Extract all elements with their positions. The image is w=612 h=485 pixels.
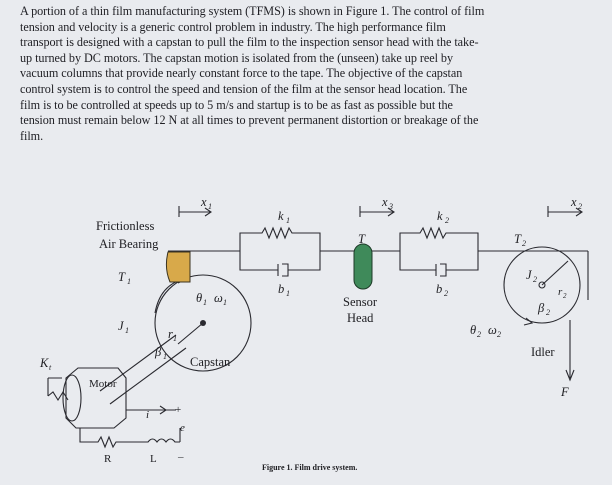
label-t1: T (118, 270, 126, 284)
label-x3-sub: 3 (388, 202, 393, 211)
label-air-bearing: Air Bearing (99, 237, 159, 251)
label-l: L (150, 453, 157, 465)
spring-k1 (239, 226, 321, 251)
label-minus: – (177, 451, 184, 463)
label-x1: x (200, 195, 207, 209)
label-t-center: T (358, 232, 366, 246)
label-frictionless: Frictionless (96, 219, 154, 233)
label-r1-sub: 1 (173, 334, 177, 343)
label-j1: J (118, 319, 125, 333)
paragraph-line: transport is designed with a capstan to … (20, 35, 479, 50)
idler-hub (538, 281, 546, 289)
label-omega1: ω (214, 291, 223, 305)
label-theta2-sub: 2 (477, 330, 481, 339)
paragraph-line: vacuum columns that provide nearly const… (20, 66, 463, 81)
capstan-hub (200, 320, 206, 326)
paragraph-line: up turned by DC motors. The capstan moti… (20, 50, 454, 65)
idler-rotation-arrow (523, 317, 534, 326)
paragraph-line: tension and velocity is a generic contro… (20, 19, 446, 34)
capstan-shaft (99, 334, 187, 405)
label-i: i (146, 409, 149, 421)
label-omega2-sub: 2 (497, 330, 501, 339)
label-t2-sub: 2 (522, 239, 526, 248)
label-x3: x (381, 195, 388, 209)
label-x2-sub: 2 (578, 202, 582, 211)
label-plus: + (175, 404, 181, 416)
idler-radius (541, 260, 569, 286)
label-t1-sub: 1 (127, 277, 131, 286)
damper-b2 (399, 251, 479, 277)
label-beta1-sub: 1 (163, 352, 167, 361)
label-theta1-sub: 1 (203, 298, 207, 307)
label-k2-sub: 2 (445, 216, 449, 225)
label-j2-sub: 2 (533, 275, 537, 284)
label-beta1: β (154, 345, 162, 359)
label-e: e (180, 422, 185, 434)
capstan-radius (177, 322, 204, 345)
label-theta2: θ (470, 323, 476, 337)
problem-paragraph: A portion of a thin film manufacturing s… (20, 4, 606, 144)
label-r2: r (558, 286, 563, 298)
arrow-x1 (178, 206, 212, 217)
sensor-head (353, 243, 373, 290)
idler-wheel (503, 246, 581, 324)
label-idler: Idler (531, 345, 555, 359)
damper-b1 (239, 251, 321, 277)
label-k1: k (278, 209, 284, 223)
label-t2: T (514, 232, 522, 246)
label-r1: r (168, 327, 173, 341)
label-b1-sub: 1 (286, 289, 290, 298)
label-kt-sub: t (49, 363, 52, 372)
label-beta2-sub: 2 (546, 308, 550, 317)
force-arrow (565, 320, 575, 382)
label-j1-sub: 1 (125, 326, 129, 335)
arrow-x3 (359, 206, 395, 217)
motor-body (65, 367, 127, 429)
label-motor: Motor (89, 378, 117, 390)
paragraph-line: tension must remain below 12 N at all ti… (20, 113, 479, 128)
label-b2: b (436, 282, 442, 296)
motor-stiffness (47, 377, 69, 402)
label-x2: x (570, 195, 577, 209)
label-r: R (104, 453, 112, 465)
label-omega2: ω (488, 323, 497, 337)
label-k1-sub: 1 (286, 216, 290, 225)
capstan-drum (154, 274, 252, 372)
label-theta1: θ (196, 291, 202, 305)
label-sensor: Sensor (343, 295, 378, 309)
label-head: Head (347, 311, 374, 325)
motor-circuit (79, 405, 181, 449)
arrow-x2 (547, 206, 583, 217)
label-b1: b (278, 282, 284, 296)
figure-caption: Figure 1. Film drive system. (262, 463, 357, 472)
air-bearing (165, 251, 191, 283)
label-f: F (560, 385, 569, 399)
label-r2-sub: 2 (563, 292, 567, 300)
paragraph-line: control system is to control the speed a… (20, 81, 468, 96)
label-omega1-sub: 1 (223, 298, 227, 307)
spring-k2 (399, 226, 479, 251)
label-x1-sub: 1 (208, 202, 212, 211)
paragraph-line: film is to be controlled at speeds up to… (20, 97, 453, 112)
label-kt: K (39, 356, 49, 370)
label-j2: J (526, 268, 533, 282)
label-k2: k (437, 209, 443, 223)
label-capstan: Capstan (190, 355, 231, 369)
paragraph-line: film. (20, 128, 44, 143)
paragraph-line: A portion of a thin film manufacturing s… (20, 4, 485, 18)
label-beta2: β (537, 301, 545, 315)
label-b2-sub: 2 (444, 289, 448, 298)
motor-end (62, 374, 82, 422)
